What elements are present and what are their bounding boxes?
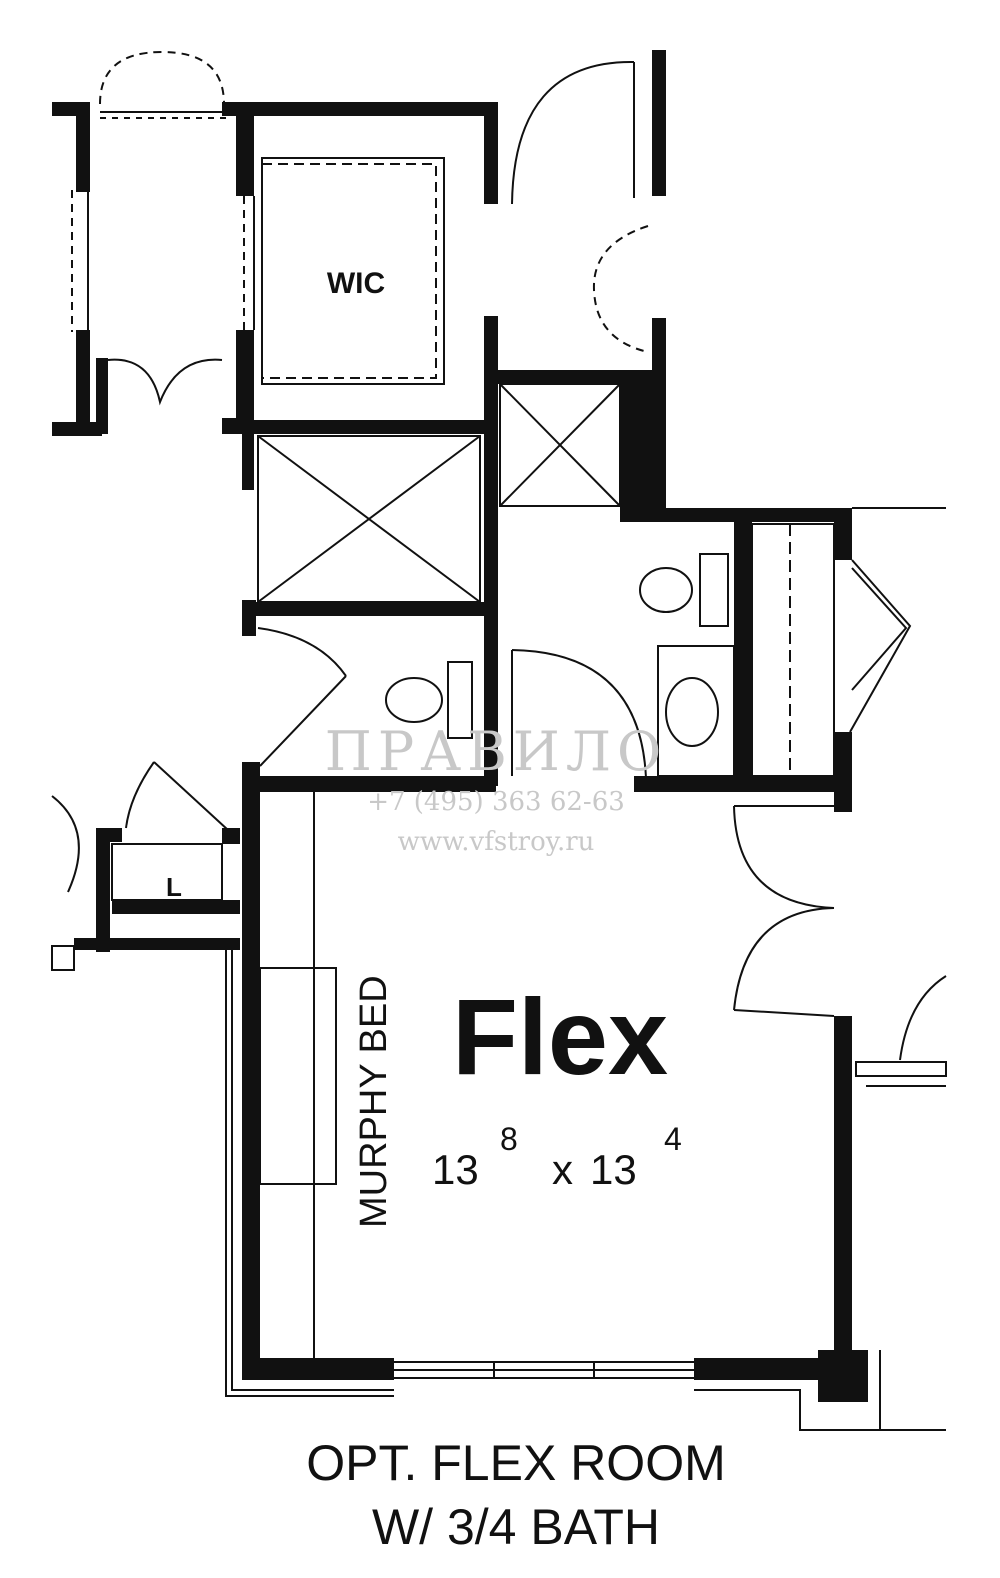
- flex-width-inches: 8: [500, 1121, 518, 1157]
- plan-caption: OPT. FLEX ROOM W/ 3/4 BATH: [306, 1435, 726, 1555]
- flex-dimensions: 13 8 x 13 4: [432, 1121, 682, 1193]
- flex-dim-separator: x: [552, 1146, 573, 1193]
- murphy-bed-label: MURPHY BED: [353, 975, 395, 1228]
- walls: [52, 50, 868, 1402]
- flex-room-title: Flex: [452, 976, 668, 1097]
- flex-width-value: 13: [432, 1146, 479, 1193]
- caption-line-1: OPT. FLEX ROOM: [306, 1435, 726, 1491]
- watermark-site: www.vfstroy.ru: [398, 827, 595, 857]
- wic-label: WIC: [327, 267, 385, 300]
- watermark-phone: +7 (495) 363 62-63: [367, 787, 625, 817]
- watermark-brand: ПРАВИЛО: [325, 720, 667, 783]
- linen-label: L: [166, 872, 182, 902]
- fixtures: [51, 50, 947, 1431]
- flex-height-inches: 4: [664, 1121, 682, 1157]
- watermark: ПРАВИЛО +7 (495) 363 62-63 www.vfstroy.r…: [325, 720, 667, 857]
- caption-line-2: W/ 3/4 BATH: [372, 1499, 660, 1555]
- flex-height-value: 13: [590, 1146, 637, 1193]
